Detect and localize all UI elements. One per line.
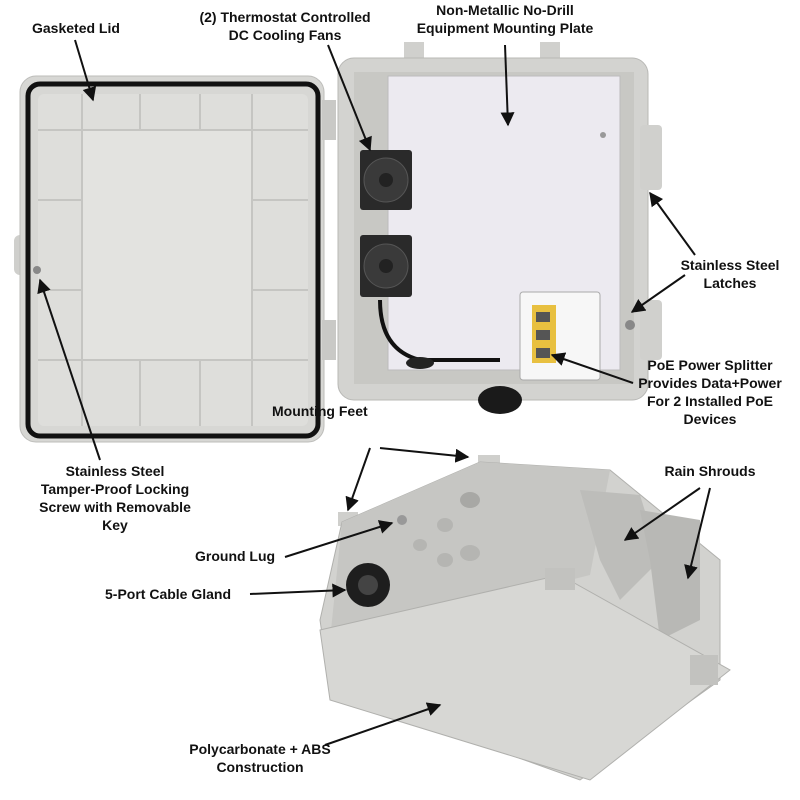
label-line: (2) Thermostat Controlled	[199, 9, 371, 25]
label-locking-screw: Stainless Steel Tamper-Proof Locking Scr…	[35, 462, 195, 534]
closed-enclosure	[319, 455, 731, 781]
label-line: DC Cooling Fans	[228, 27, 342, 43]
label-mounting-plate: Non-Metallic No-Drill Equipment Mounting…	[405, 1, 605, 37]
label-construction: Polycarbonate + ABS Construction	[175, 740, 345, 776]
label-rain-shrouds: Rain Shrouds	[664, 463, 756, 479]
gasketed-lid	[14, 75, 336, 443]
label-line: Devices	[683, 411, 737, 427]
label-line: Stainless Steel	[65, 463, 165, 479]
label-gasketed-lid: Gasketed Lid	[32, 20, 120, 36]
label-line: Latches	[703, 275, 757, 291]
open-enclosure-body	[337, 42, 662, 414]
cooling-fans	[360, 150, 412, 297]
label-line: Screw with Removable	[39, 499, 191, 515]
label-line: For 2 Installed PoE	[646, 393, 774, 409]
label-poe-splitter: PoE Power Splitter Provides Data+Power F…	[635, 356, 785, 428]
label-line: Construction	[216, 759, 304, 775]
label-cooling-fans: (2) Thermostat Controlled DC Cooling Fan…	[185, 8, 385, 44]
label-line: Provides Data+Power	[638, 375, 782, 391]
callout-arrows	[37, 39, 711, 746]
label-mounting-feet: Mounting Feet	[272, 403, 368, 419]
label-line: PoE Power Splitter	[647, 357, 773, 373]
label-line: Stainless Steel	[680, 257, 780, 273]
label-line: Non-Metallic No-Drill	[436, 2, 574, 18]
label-line: Tamper-Proof Locking	[40, 481, 190, 497]
label-ground-lug: Ground Lug	[195, 548, 276, 564]
label-line: Key	[102, 517, 128, 533]
label-line: Equipment Mounting Plate	[416, 20, 594, 36]
label-latches: Stainless Steel Latches	[670, 256, 790, 292]
label-cable-gland: 5-Port Cable Gland	[105, 586, 232, 602]
label-line: Polycarbonate + ABS	[189, 741, 331, 757]
